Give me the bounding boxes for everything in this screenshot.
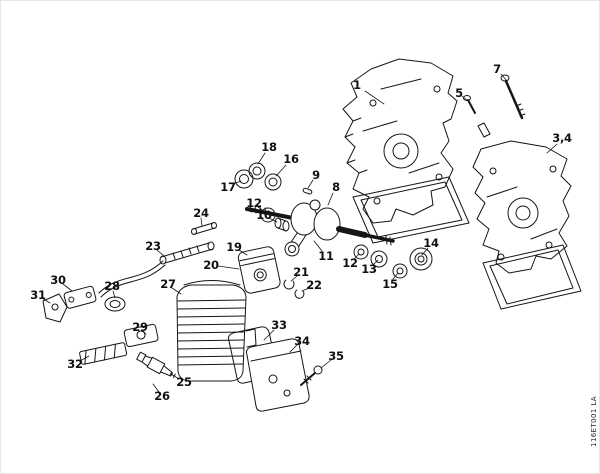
part-callout-33-30: 33 bbox=[271, 318, 287, 332]
part-callout-12-9: 12 bbox=[246, 196, 262, 210]
leader-line bbox=[141, 329, 147, 335]
leader-line bbox=[238, 249, 248, 256]
part-callout-22-21: 22 bbox=[306, 278, 322, 292]
leader-line bbox=[301, 287, 310, 292]
part-callout-29-26: 29 bbox=[132, 320, 148, 334]
leader-line bbox=[156, 249, 165, 257]
screw-drawing bbox=[463, 95, 491, 138]
part-callout-25-28: 25 bbox=[176, 375, 192, 389]
part-callout-23-12: 23 bbox=[145, 239, 161, 253]
part-callout-13-17: 13 bbox=[361, 262, 377, 276]
part-callout-5-2: 5 bbox=[455, 86, 463, 100]
part-callout-20-14: 20 bbox=[203, 258, 219, 272]
leader-line bbox=[392, 272, 399, 280]
part-callout-3-4-3: 3,4 bbox=[552, 131, 572, 145]
leader-line bbox=[152, 383, 160, 393]
part-callout-17-6: 17 bbox=[220, 180, 236, 194]
piston-drawing bbox=[237, 246, 305, 299]
leader-line bbox=[263, 329, 275, 341]
spark-plug-drawing bbox=[136, 351, 176, 379]
plate-drawing bbox=[123, 323, 159, 348]
part-callout-1-0: 1 bbox=[353, 78, 361, 92]
part-callout-32-27: 32 bbox=[67, 357, 83, 371]
part-callout-15-19: 15 bbox=[382, 277, 398, 291]
part-callout-12-16: 12 bbox=[342, 256, 358, 270]
intake-flange-drawing bbox=[63, 285, 97, 309]
part-callout-19-13: 19 bbox=[226, 240, 242, 254]
washer-bearing-group-right-drawing bbox=[353, 244, 433, 279]
part-callout-9-7: 9 bbox=[312, 168, 320, 182]
leader-line bbox=[289, 344, 298, 353]
leader-line bbox=[500, 73, 508, 82]
leader-line bbox=[200, 217, 203, 227]
hose-drawing bbox=[98, 260, 166, 298]
leader-line bbox=[461, 95, 469, 102]
part-callout-31-25: 31 bbox=[30, 288, 46, 302]
leader-line bbox=[421, 247, 429, 256]
part-callout-14-18: 14 bbox=[423, 236, 439, 250]
leader-line bbox=[41, 297, 51, 304]
part-callout-27-22: 27 bbox=[160, 277, 176, 291]
muffler-screw-drawing bbox=[300, 365, 323, 386]
leader-line bbox=[217, 265, 240, 270]
manifold-boot-drawing bbox=[104, 296, 126, 312]
leader-line bbox=[232, 180, 242, 185]
part-callout-34-31: 34 bbox=[294, 334, 310, 348]
bracket-drawing bbox=[42, 293, 68, 323]
leader-line bbox=[372, 259, 379, 266]
crankshaft-drawing bbox=[245, 187, 395, 257]
leader-line bbox=[171, 287, 182, 295]
leader-line bbox=[307, 179, 314, 189]
part-callout-8-8: 8 bbox=[332, 180, 340, 194]
leader-line bbox=[257, 152, 266, 165]
part-callout-7-1: 7 bbox=[493, 62, 501, 76]
muffler-body-drawing bbox=[246, 338, 310, 412]
leader-line bbox=[268, 217, 278, 223]
diagram-code: 116ET001 LA bbox=[590, 396, 598, 447]
leader-line bbox=[546, 143, 558, 154]
clutch-side-housing-drawing bbox=[472, 140, 572, 274]
leader-line bbox=[62, 283, 73, 292]
bolt-drawing bbox=[500, 74, 526, 120]
leader-line bbox=[257, 206, 266, 213]
seal-washer-group-left-drawing bbox=[234, 162, 290, 232]
leader-lines bbox=[41, 73, 558, 393]
part-callout-35-32: 35 bbox=[328, 349, 344, 363]
part-callout-30-23: 30 bbox=[50, 273, 66, 287]
leader-line bbox=[112, 290, 116, 299]
part-callout-18-4: 18 bbox=[261, 140, 277, 154]
leader-line bbox=[79, 355, 90, 362]
leader-line bbox=[364, 90, 385, 105]
part-callout-10-10: 10 bbox=[256, 208, 272, 222]
part-callout-16-5: 16 bbox=[283, 152, 299, 166]
leader-line bbox=[290, 275, 298, 282]
leader-line bbox=[275, 164, 287, 177]
part-callout-28-24: 28 bbox=[104, 279, 120, 293]
part-callout-21-20: 21 bbox=[293, 265, 309, 279]
part-callout-24-11: 24 bbox=[193, 206, 209, 220]
leader-line bbox=[313, 240, 323, 252]
crankcase-half-drawing bbox=[342, 58, 458, 224]
leader-line bbox=[353, 253, 360, 260]
housing-gasket-drawing bbox=[482, 244, 582, 310]
leader-line bbox=[327, 192, 334, 206]
leader-line bbox=[320, 359, 332, 369]
piston-pin-drawing bbox=[159, 222, 217, 265]
leader-line bbox=[170, 373, 180, 380]
buffer-drawing bbox=[79, 342, 128, 365]
part-callout-26-29: 26 bbox=[154, 389, 170, 403]
crankcase-gasket-drawing bbox=[352, 176, 470, 244]
part-callout-11-15: 11 bbox=[318, 249, 334, 263]
